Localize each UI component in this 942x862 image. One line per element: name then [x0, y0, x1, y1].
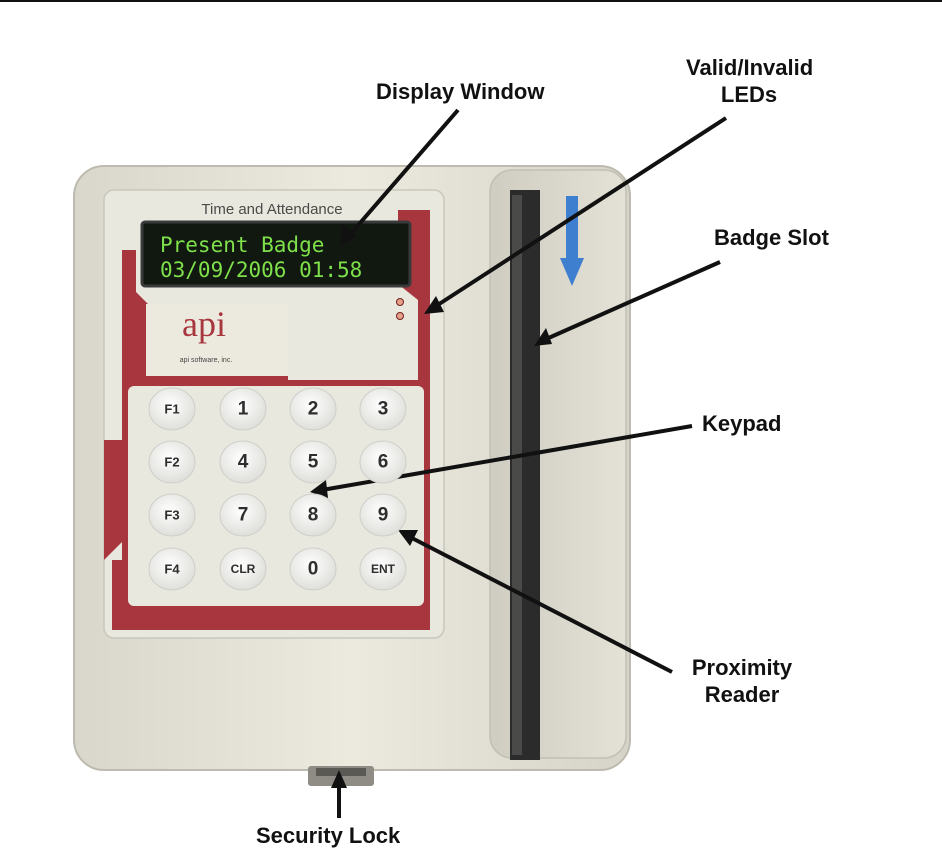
- invalid-led: [397, 313, 404, 320]
- key-label: 5: [308, 452, 319, 473]
- key-label: F2: [164, 455, 179, 470]
- key-3[interactable]: 3: [360, 388, 406, 430]
- callout-valid-invalid-leds: Valid/Invalid LEDs: [686, 54, 812, 108]
- key-9[interactable]: 9: [360, 494, 406, 536]
- key-label: F1: [164, 402, 179, 417]
- key-label: 1: [238, 399, 249, 420]
- key-6[interactable]: 6: [360, 441, 406, 483]
- key-label: 0: [308, 559, 319, 580]
- key-label: 6: [378, 452, 389, 473]
- callout-proximity-line-2: Reader: [686, 681, 798, 708]
- key-f1[interactable]: F1: [149, 388, 195, 430]
- valid-led: [397, 299, 404, 306]
- key-7[interactable]: 7: [220, 494, 266, 536]
- key-label: 7: [238, 505, 249, 526]
- key-label: 4: [238, 452, 249, 473]
- api-logo: api: [182, 304, 226, 344]
- key-1[interactable]: 1: [220, 388, 266, 430]
- key-label: ENT: [371, 562, 396, 576]
- key-label: F4: [164, 562, 180, 577]
- key-clr[interactable]: CLR: [220, 548, 266, 590]
- callout-leds-line-2: LEDs: [686, 81, 812, 108]
- key-8[interactable]: 8: [290, 494, 336, 536]
- api-logo-subtitle: api software, inc.: [180, 357, 233, 364]
- key-label: 2: [308, 399, 319, 420]
- callout-leds-line-1: Valid/Invalid: [686, 54, 812, 81]
- key-4[interactable]: 4: [220, 441, 266, 483]
- callout-keypad: Keypad: [702, 410, 781, 437]
- key-5[interactable]: 5: [290, 441, 336, 483]
- slot-arrow-icon: [566, 196, 578, 260]
- display-line-2: 03/09/2006 01:58: [160, 258, 362, 282]
- callout-security-lock: Security Lock: [256, 822, 400, 849]
- callout-proximity-line-1: Proximity: [686, 654, 798, 681]
- key-f2[interactable]: F2: [149, 441, 195, 483]
- key-label: 9: [378, 505, 389, 526]
- key-label: F3: [164, 508, 179, 523]
- callout-display-window: Display Window: [376, 78, 544, 105]
- key-label: 8: [308, 505, 319, 526]
- key-label: CLR: [231, 562, 256, 576]
- key-f4[interactable]: F4: [149, 548, 195, 590]
- device-header: Time and Attendance: [201, 201, 342, 218]
- key-label: 3: [378, 399, 389, 420]
- key-0[interactable]: 0: [290, 548, 336, 590]
- callout-badge-slot: Badge Slot: [714, 224, 829, 251]
- key-f3[interactable]: F3: [149, 494, 195, 536]
- display-line-1: Present Badge: [160, 233, 324, 257]
- key-ent[interactable]: ENT: [360, 548, 406, 590]
- callout-proximity-reader: Proximity Reader: [686, 654, 798, 708]
- key-2[interactable]: 2: [290, 388, 336, 430]
